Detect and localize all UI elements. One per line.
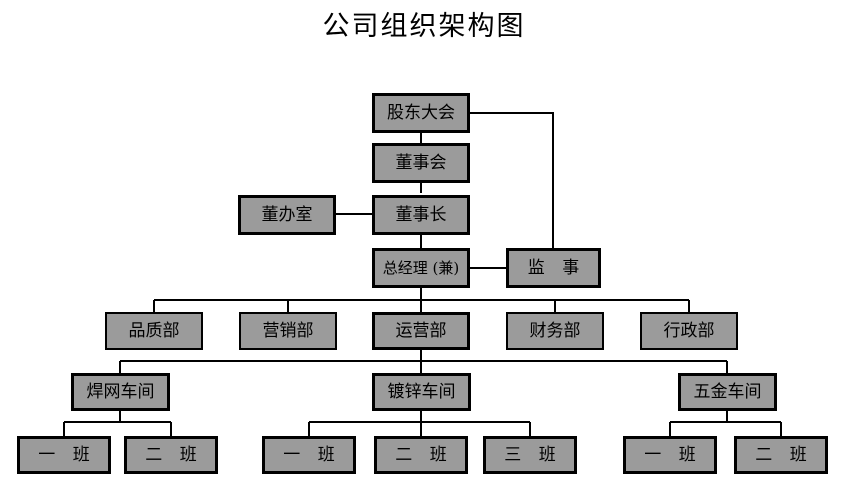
node-label: 二 班 — [145, 444, 203, 465]
node-supervisor[interactable]: 监 事 — [506, 248, 601, 288]
node-workshop-galvanizing[interactable]: 镀锌车间 — [372, 373, 471, 411]
node-shift-galvanizing-2[interactable]: 二 班 — [374, 436, 468, 474]
node-department-finance[interactable]: 财务部 — [506, 312, 604, 350]
node-label: 监 事 — [527, 257, 586, 278]
node-department-quality[interactable]: 品质部 — [105, 312, 203, 350]
node-label: 董办室 — [261, 204, 313, 225]
node-shift-galvanizing-3[interactable]: 三 班 — [483, 436, 577, 474]
node-label: 二 班 — [395, 444, 453, 465]
node-label: 运营部 — [395, 320, 447, 341]
node-workshop-welding[interactable]: 焊网车间 — [71, 373, 170, 411]
node-label: 董事长 — [395, 204, 447, 225]
node-board-of-directors[interactable]: 董事会 — [372, 143, 470, 183]
node-workshop-hardware[interactable]: 五金车间 — [678, 373, 777, 411]
node-label: 二 班 — [755, 444, 813, 465]
node-shift-hardware-1[interactable]: 一 班 — [623, 436, 717, 474]
node-label: 品质部 — [128, 320, 180, 341]
node-label: 董事会 — [395, 152, 447, 173]
node-chairman[interactable]: 董事长 — [372, 195, 470, 235]
node-label: 焊网车间 — [86, 381, 155, 402]
node-label: 一 班 — [283, 444, 341, 465]
node-board-office[interactable]: 董办室 — [238, 195, 336, 235]
node-label: 三 班 — [504, 444, 562, 465]
node-label: 镀锌车间 — [387, 381, 456, 402]
node-label: 一 班 — [644, 444, 702, 465]
node-label: 股东大会 — [387, 102, 455, 123]
node-label: 营销部 — [262, 320, 314, 341]
node-general-manager[interactable]: 总经理 (兼) — [372, 248, 470, 288]
node-shift-galvanizing-1[interactable]: 一 班 — [262, 436, 356, 474]
node-label: 一 班 — [38, 444, 96, 465]
page-title: 公司组织架构图 — [322, 11, 526, 42]
connector-shareholders-supervisor — [470, 112, 554, 248]
node-shift-hardware-2[interactable]: 二 班 — [734, 436, 828, 474]
node-label: 行政部 — [663, 320, 715, 341]
node-department-administration[interactable]: 行政部 — [640, 312, 738, 350]
node-department-marketing[interactable]: 营销部 — [239, 312, 337, 350]
node-label: 总经理 (兼) — [382, 258, 460, 277]
node-shareholders-meeting[interactable]: 股东大会 — [372, 93, 470, 133]
node-label: 财务部 — [529, 320, 581, 341]
node-department-operations[interactable]: 运营部 — [372, 312, 470, 350]
node-shift-welding-1[interactable]: 一 班 — [17, 436, 111, 474]
node-shift-welding-2[interactable]: 二 班 — [124, 436, 218, 474]
node-label: 五金车间 — [693, 381, 762, 402]
